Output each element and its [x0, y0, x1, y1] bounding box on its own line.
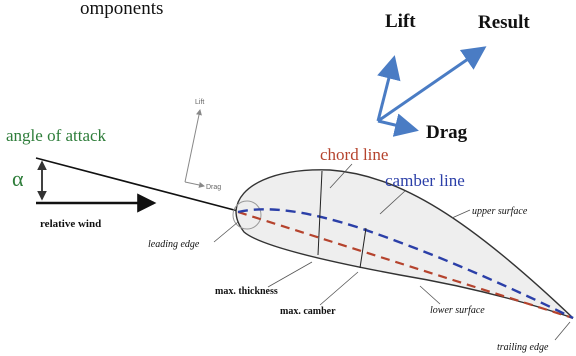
airfoil — [232, 169, 574, 320]
angle-of-attack-label: angle of attack — [6, 126, 107, 145]
lift-label: Lift — [385, 11, 416, 32]
chord-line-leader — [329, 163, 353, 189]
upper-surface-label: upper surface — [472, 206, 528, 217]
caption-fragment: omponents — [80, 0, 163, 19]
upper-surface-leader — [451, 209, 471, 219]
mini-lift-arrow — [184, 109, 202, 183]
max-thickness-label: max. thickness — [215, 286, 278, 297]
relative-wind-label: relative wind — [40, 218, 101, 230]
angle-of-attack-group: angle of attack α relative wind — [6, 126, 239, 230]
result-label: Result — [478, 12, 530, 33]
max-camber-label: max. camber — [280, 306, 336, 317]
mini-drag-label: Drag — [206, 184, 221, 191]
trailing-edge-leader — [554, 321, 571, 341]
mini-drag-arrow — [184, 181, 205, 188]
airfoil-labels: chord line camber line leading edge uppe… — [148, 145, 571, 353]
mini-lift-label: Lift — [195, 99, 204, 106]
max-camber-leader — [319, 271, 359, 306]
leading-edge-circle — [232, 200, 262, 230]
result-vector — [377, 46, 487, 123]
camber-line — [237, 208, 574, 320]
force-vectors: Lift Result Drag — [376, 11, 530, 143]
max-camber-line — [359, 227, 367, 269]
max-thickness-leader — [267, 261, 313, 288]
leading-edge-label: leading edge — [148, 239, 200, 250]
drag-vector — [377, 113, 419, 137]
camber-line-leader — [379, 190, 406, 215]
leading-edge-leader — [213, 221, 239, 243]
camber-line-label: camber line — [385, 171, 465, 190]
mini-force-axes: Lift Drag — [184, 99, 221, 191]
trailing-edge-label: trailing edge — [497, 342, 549, 353]
airfoil-outline — [235, 169, 574, 319]
relative-wind-line — [35, 157, 239, 212]
alpha-symbol: α — [12, 166, 24, 191]
lower-surface-leader — [419, 285, 441, 305]
lift-vector — [376, 55, 401, 122]
drag-label: Drag — [426, 122, 468, 143]
max-thickness-line — [317, 170, 323, 256]
lower-surface-label: lower surface — [430, 305, 485, 316]
chord-line-label: chord line — [320, 145, 388, 164]
chord-line — [237, 210, 574, 320]
